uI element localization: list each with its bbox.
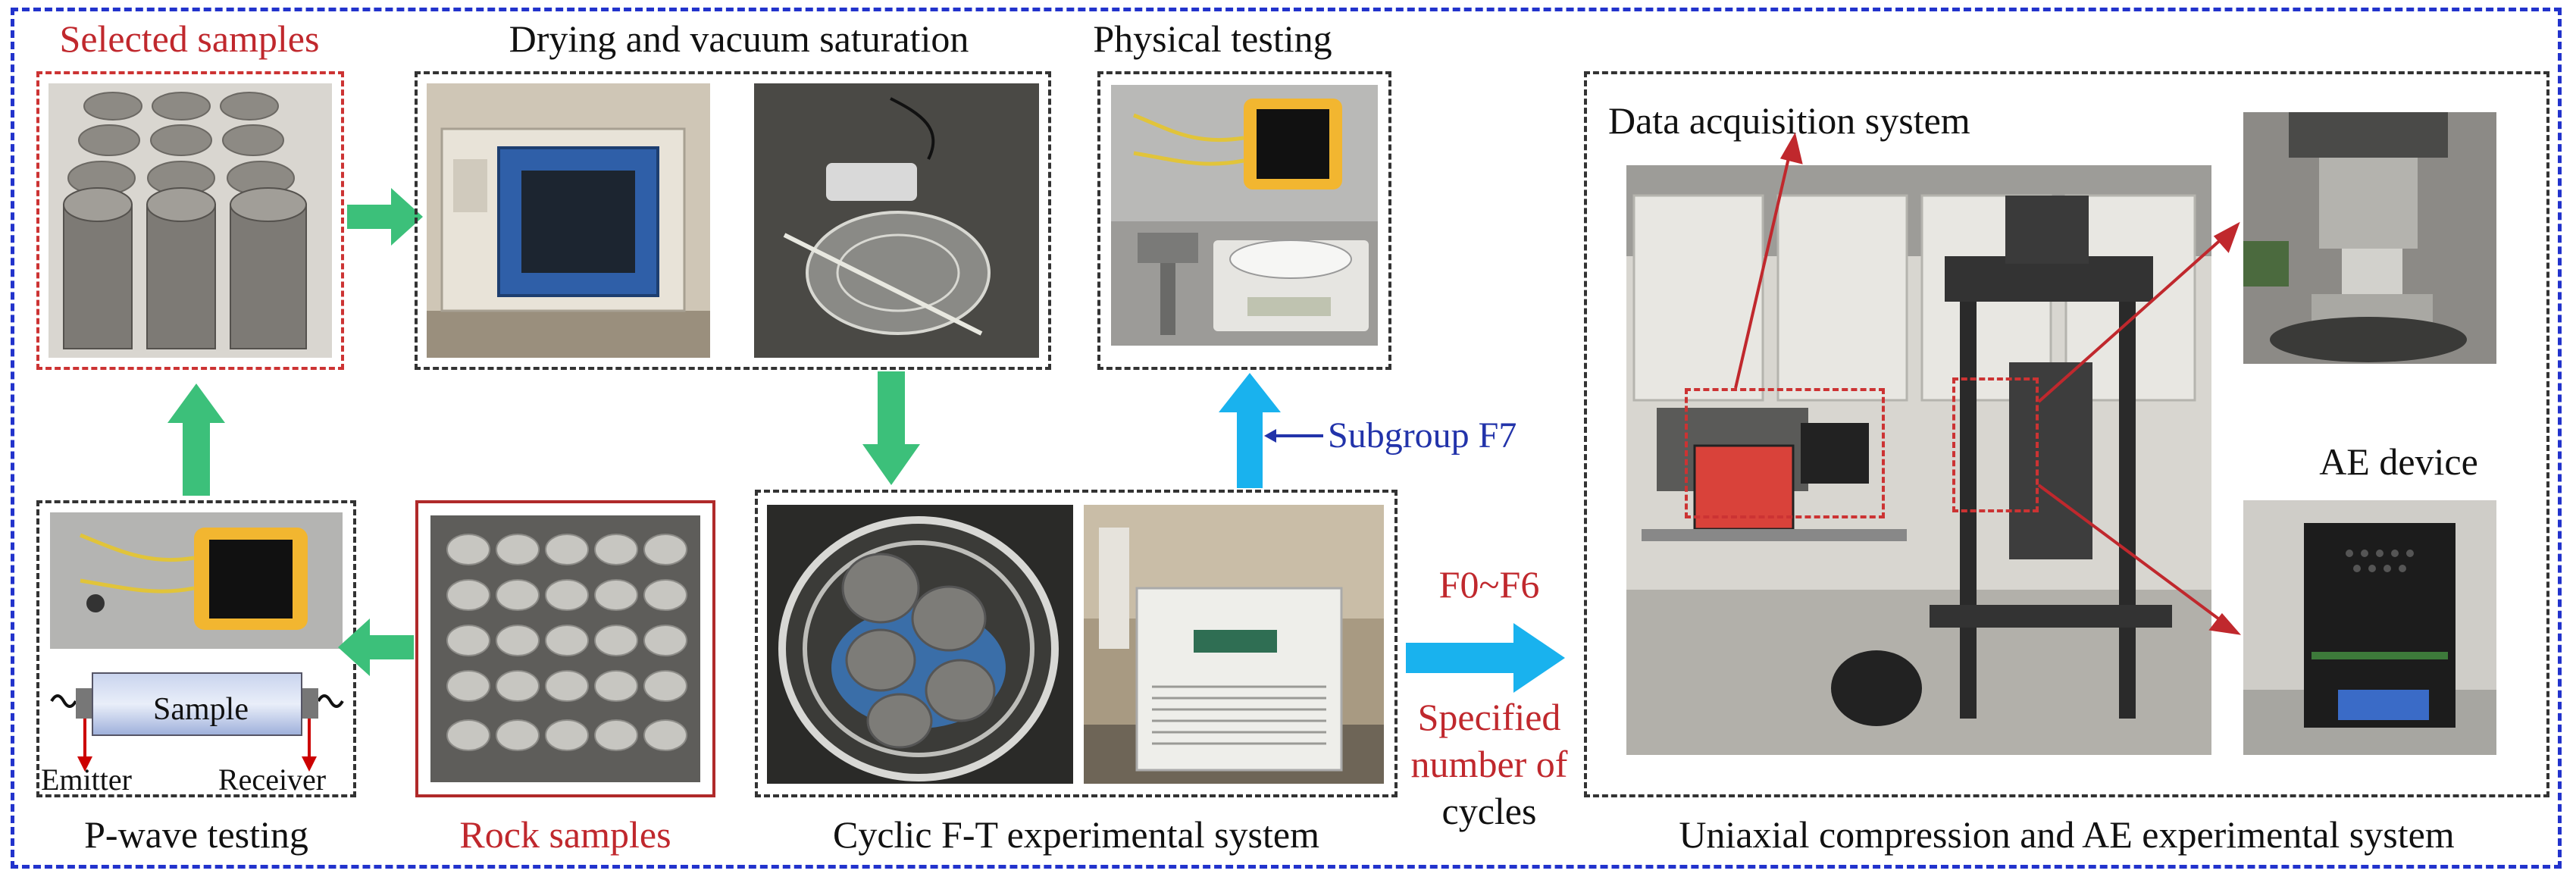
- drying-vacuum-label: Drying and vacuum saturation: [509, 17, 969, 60]
- arrow-icon: [1406, 623, 1565, 693]
- uniaxial-ae-box: [1584, 71, 2549, 797]
- pwave-device-photo: [50, 512, 343, 649]
- cyclic-ft-label: Cyclic F-T experimental system: [833, 813, 1319, 856]
- ae-device-label: AE device: [2319, 440, 2478, 483]
- freeze-chamber-photo: [767, 505, 1073, 784]
- arrow-icon: [338, 619, 414, 676]
- specified-line1: Specified: [1417, 696, 1561, 738]
- receiver-label: Receiver: [218, 763, 327, 797]
- emitter-label: Emitter: [41, 763, 132, 797]
- cyclic-ft-box: [755, 490, 1398, 797]
- arrow-icon: [347, 188, 423, 246]
- rock-samples-box: [415, 500, 715, 797]
- sample-label: Sample: [153, 692, 249, 727]
- ae-device-photo: [2243, 500, 2496, 755]
- vacuum-saturation-photo: [754, 83, 1039, 358]
- rock-samples-photo: [430, 515, 700, 782]
- physical-testing-photo: [1111, 85, 1378, 346]
- acquisition-highlight: [1685, 388, 1885, 518]
- machine-highlight: [1952, 377, 2039, 512]
- selected-samples-box: [36, 71, 344, 370]
- drying-vacuum-box: [415, 71, 1051, 370]
- loading-frame-photo: [2243, 112, 2496, 364]
- arrow-icon: [1219, 373, 1281, 488]
- sample-cylinder-schematic: [50, 672, 344, 772]
- pwave-label: P-wave testing: [84, 813, 308, 856]
- freeze-thaw-machine-photo: [1084, 505, 1384, 784]
- outer-frame: [11, 8, 2562, 869]
- arrow-icon: [167, 384, 225, 496]
- selected-samples-label: Selected samples: [59, 17, 320, 60]
- f-range-label: F0~F6: [1438, 563, 1540, 606]
- data-acquisition-label: Data acquisition system: [1608, 99, 1970, 142]
- physical-testing-box: [1097, 71, 1391, 370]
- subgroup-label: Subgroup F7: [1328, 415, 1517, 456]
- rock-samples-label: Rock samples: [459, 813, 671, 856]
- specified-line2: number of: [1410, 743, 1568, 785]
- selected-samples-photo: [49, 83, 332, 358]
- specified-line3: cycles: [1441, 790, 1537, 832]
- arrow-icon: [862, 371, 920, 485]
- arrow-icon: [1264, 429, 1323, 443]
- uniaxial-ae-label: Uniaxial compression and AE experimental…: [1679, 813, 2455, 856]
- drying-oven-photo: [427, 83, 710, 358]
- physical-testing-label: Physical testing: [1093, 17, 1332, 60]
